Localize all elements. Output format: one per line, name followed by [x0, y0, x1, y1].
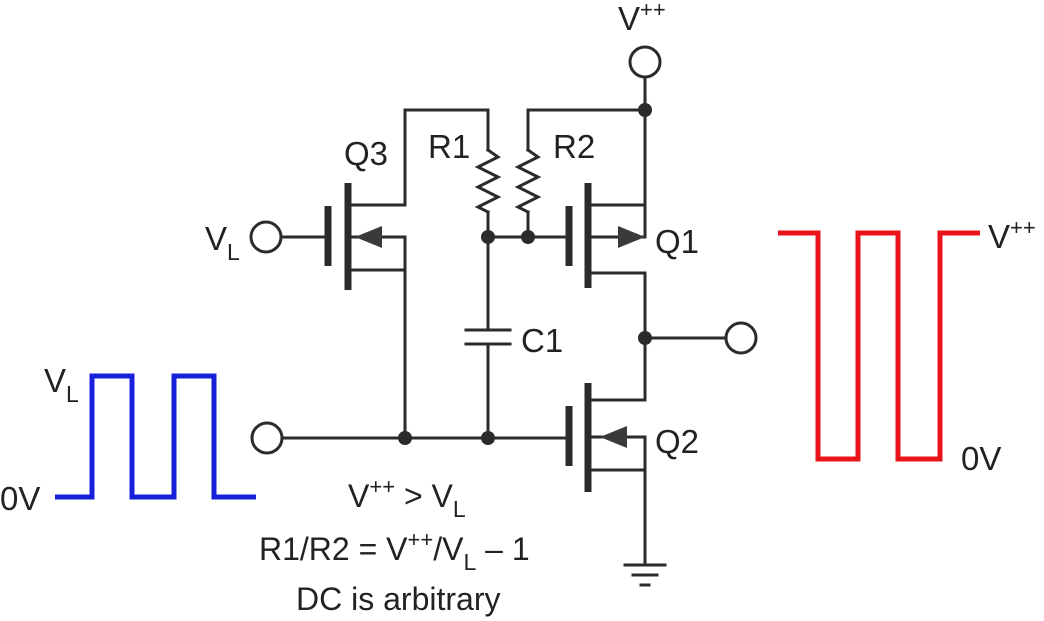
q1-arrow [618, 226, 645, 248]
q1-transistor [565, 108, 647, 288]
note-line-2: R1/R2 = V++/VL – 1 [259, 527, 530, 575]
input-wave-high-label: VL [44, 362, 79, 407]
note-line-3: DC is arbitrary [296, 581, 500, 617]
q1-label: Q1 [655, 223, 699, 260]
vl-input-label: VL [205, 220, 240, 265]
output-terminal [724, 321, 758, 355]
c1-junction-dot [481, 431, 495, 445]
q3-transistor [324, 183, 407, 290]
note-line-1: V++ > VL [348, 474, 466, 522]
output-waveform [778, 230, 980, 462]
c1-label: C1 [521, 322, 563, 359]
q2-arrow [600, 426, 627, 448]
q2-label: Q2 [655, 423, 699, 460]
q3-arrow [355, 226, 382, 248]
input-waveform [55, 373, 256, 500]
ground-symbol [623, 563, 667, 587]
input-wave-low-label: 0V [0, 480, 40, 517]
q3-junction-dot [398, 431, 412, 445]
r2-resistor [514, 147, 542, 215]
signal-input-terminal [250, 421, 284, 455]
c1-capacitor [464, 328, 512, 346]
r1-label: R1 [428, 128, 470, 165]
r1-resistor [474, 147, 502, 215]
output-wave-high-label: V++ [988, 215, 1036, 255]
output-wave-low-label: 0V [961, 440, 1001, 477]
q3-label: Q3 [344, 135, 388, 172]
supply-label: V++ [618, 0, 666, 37]
vl-input-terminal [249, 220, 283, 254]
q2-transistor [565, 383, 647, 492]
r2-label: R2 [553, 128, 595, 165]
supply-terminal [628, 45, 662, 79]
